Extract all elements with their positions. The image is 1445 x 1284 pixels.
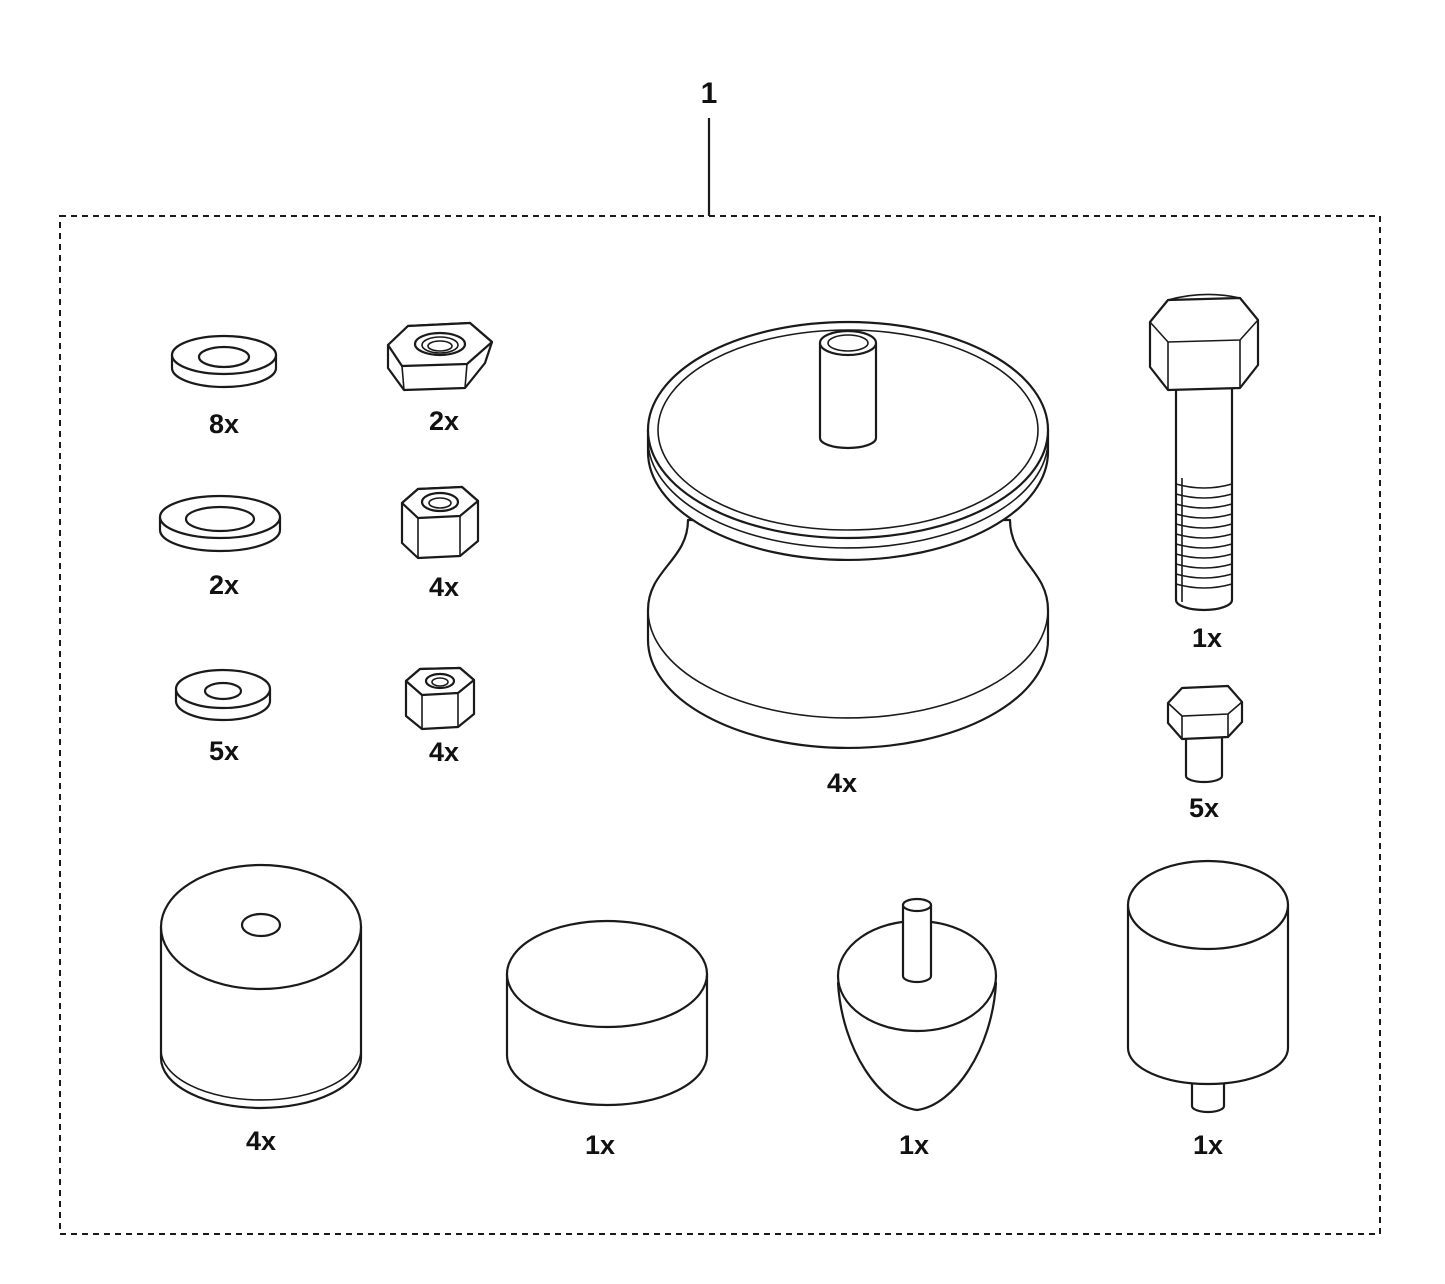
long-bolt: 1x [1148, 293, 1260, 653]
hex-nut-medium-quantity: 4x [429, 572, 459, 602]
hex-nut-small: 4x [404, 666, 476, 767]
hex-nut-large: 2x [386, 321, 494, 436]
long-bolt-quantity: 1x [1192, 623, 1222, 653]
cone-bumper: 1x [836, 897, 998, 1160]
rubber-bumper-quantity: 1x [585, 1130, 615, 1160]
stud-mount-quantity: 1x [1193, 1130, 1223, 1160]
hex-nut-small-quantity: 4x [429, 737, 459, 767]
cylinder-mount-quantity: 4x [246, 1126, 276, 1156]
washer-large: 8x [170, 334, 278, 439]
cylinder-mount: 4x [159, 863, 363, 1156]
hex-nut-medium: 4x [400, 485, 480, 602]
stud-mount: 1x [1126, 859, 1290, 1160]
washer-wide-quantity: 2x [209, 570, 239, 600]
washer-wide: 2x [158, 494, 282, 600]
callout-number: 1 [701, 77, 718, 110]
spool-mount: 4x [646, 320, 1050, 798]
washer-large-quantity: 8x [209, 409, 239, 439]
hex-nut-large-quantity: 2x [429, 406, 459, 436]
short-bolt: 5x [1166, 684, 1244, 823]
spool-mount-quantity: 4x [827, 768, 857, 798]
rubber-bumper: 1x [505, 919, 709, 1160]
kit-boundary [59, 215, 1381, 1235]
washer-small: 5x [174, 668, 272, 766]
washer-small-quantity: 5x [209, 736, 239, 766]
short-bolt-quantity: 5x [1189, 793, 1219, 823]
cone-bumper-quantity: 1x [899, 1130, 929, 1160]
